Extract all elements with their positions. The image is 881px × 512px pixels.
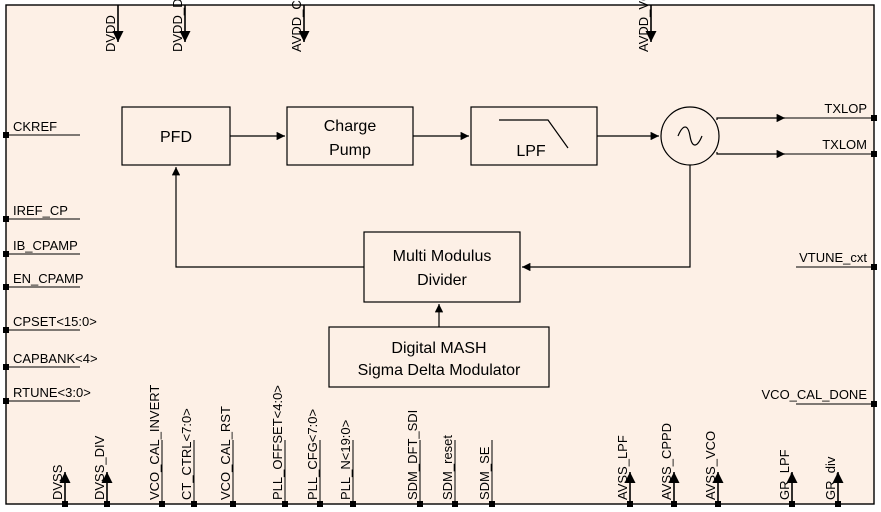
pin-label: SDM_SE	[477, 446, 492, 500]
pin-label: VCO_CAL_INVERT	[147, 385, 162, 500]
vco-to-divider-feedback	[522, 165, 691, 272]
mash-label-line1: Digital MASH	[391, 340, 486, 357]
pin-txlop: TXLOP	[824, 101, 877, 121]
divider-to-pfd-feedback	[171, 167, 364, 268]
pin-label: VCO_CAL_DONE	[762, 387, 868, 402]
pin-vco-cal-rst: VCO_CAL_RST	[218, 406, 236, 507]
pin-dvss-div: DVSS_DIV	[92, 435, 113, 507]
pin-label: IB_CPAMP	[13, 238, 78, 253]
pin-label: AVDD_VCO	[636, 0, 651, 52]
pin-dvdd-div: DVDD_DIV	[170, 0, 191, 52]
divider-label-line1: Multi Modulus	[393, 248, 492, 265]
pin-label: DVSS_DIV	[92, 435, 107, 500]
charge-pump-label-line1: Charge	[324, 118, 377, 135]
pin-label: GR_LPF	[777, 449, 792, 500]
pin-label: GR_div	[823, 456, 838, 500]
left-pins: CKREF IREF_CP IB_CPAMP EN_CPAMP CPSET<15:0> C…	[3, 119, 98, 404]
pin-dvss: DVSS	[50, 464, 71, 507]
pin-avss-vco: AVSS_VCO	[703, 431, 724, 507]
mash-label-line2: Sigma Delta Modulator	[358, 362, 521, 379]
pin-rtune-3-0: RTUNE<3:0>	[3, 385, 91, 404]
lpf-label: LPF	[516, 143, 546, 160]
pin-label: AVSS_CPPD	[659, 423, 674, 500]
pin-label: TXLOM	[822, 137, 867, 152]
pin-ckref: CKREF	[3, 119, 80, 138]
pin-label: SDM_DFT_SDI	[405, 410, 420, 500]
pin-label: DVSS	[50, 464, 65, 500]
divider-block: Multi Modulus Divider	[363, 231, 521, 303]
pin-pll-offset-4-0: PLL_OFFSET<4:0>	[270, 385, 288, 507]
pin-label: SDM_reset	[440, 435, 455, 500]
pin-label: DVDD_DIV	[170, 0, 185, 52]
pin-label: DVDD	[103, 15, 118, 52]
top-pins: DVDD DVDD_DIV AVDD_CPPD AVDD_VCO	[103, 0, 657, 52]
chip-boundary	[5, 4, 875, 505]
pin-iref-cp: IREF_CP	[3, 203, 80, 222]
pin-dvdd: DVDD	[103, 5, 124, 52]
pin-ib-cpamp: IB_CPAMP	[3, 238, 80, 257]
pin-sdm-se: SDM_SE	[477, 440, 495, 507]
signal-connections	[171, 113, 785, 327]
pin-label: PLL_N<19:0>	[338, 420, 353, 500]
pin-label: AVSS_LPF	[615, 435, 630, 500]
txlom-arrow	[716, 149, 785, 159]
pin-label: RTUNE<3:0>	[13, 385, 91, 400]
pin-label: VCO_CAL_RST	[218, 406, 233, 500]
pin-label: PLL_OFFSET<4:0>	[270, 385, 285, 500]
divider-label-line2: Divider	[417, 272, 467, 289]
pin-label: AVDD_CPPD	[289, 0, 304, 52]
pin-gr-div: GR_div	[823, 456, 844, 507]
pfd-label: PFD	[160, 129, 192, 146]
pin-sdm-reset: SDM_reset	[440, 435, 458, 507]
charge-pump-label-line2: Pump	[329, 142, 371, 159]
bottom-pins: DVSS DVSS_DIV VCO_CAL_INVERT CT_CTRL<7:0> VC…	[50, 385, 844, 507]
pin-avss-cppd: AVSS_CPPD	[659, 423, 680, 507]
pin-label: CT_CTRL<7:0>	[179, 408, 194, 500]
pin-gr-lpf: GR_LPF	[777, 449, 798, 507]
pin-pll-cfg-7-0: PLL_CFG<7:0>	[305, 409, 323, 507]
pin-ct-ctrl-7-0: CT_CTRL<7:0>	[179, 408, 197, 507]
mash-modulator-block: Digital MASH Sigma Delta Modulator	[328, 326, 550, 388]
pin-label: AVSS_VCO	[703, 431, 718, 500]
pin-avss-lpf: AVSS_LPF	[615, 435, 636, 507]
pin-avdd-vco: AVDD_VCO	[636, 0, 657, 52]
pin-sdm-dft-sdi: SDM_DFT_SDI	[405, 410, 423, 507]
pin-label: VTUNE_cxt	[799, 250, 867, 265]
pin-vtune-cxt: VTUNE_cxt	[796, 250, 877, 270]
pin-label: CKREF	[13, 119, 57, 134]
pin-txlom: TXLOM	[822, 137, 877, 157]
pin-label: CAPBANK<4>	[13, 351, 98, 366]
pin-vco-cal-invert: VCO_CAL_INVERT	[147, 385, 165, 507]
pin-label: CPSET<15:0>	[13, 314, 97, 329]
sine-wave-icon	[677, 126, 703, 146]
pin-avdd-cppd: AVDD_CPPD	[289, 0, 310, 52]
pin-vco-cal-done: VCO_CAL_DONE	[762, 387, 877, 407]
pin-label: EN_CPAMP	[13, 271, 84, 286]
pin-label: IREF_CP	[13, 203, 68, 218]
charge-pump-block: Charge Pump	[286, 106, 414, 166]
txlop-arrow	[716, 113, 785, 123]
lowpass-icon	[499, 119, 569, 149]
pin-label: PLL_CFG<7:0>	[305, 409, 320, 500]
pin-capbank-4: CAPBANK<4>	[3, 351, 98, 370]
pin-pll-n-19-0: PLL_N<19:0>	[338, 420, 356, 507]
pin-label: TXLOP	[824, 101, 867, 116]
pin-cpset-15-0: CPSET<15:0>	[3, 314, 97, 333]
pin-en-cpamp: EN_CPAMP	[3, 271, 84, 290]
